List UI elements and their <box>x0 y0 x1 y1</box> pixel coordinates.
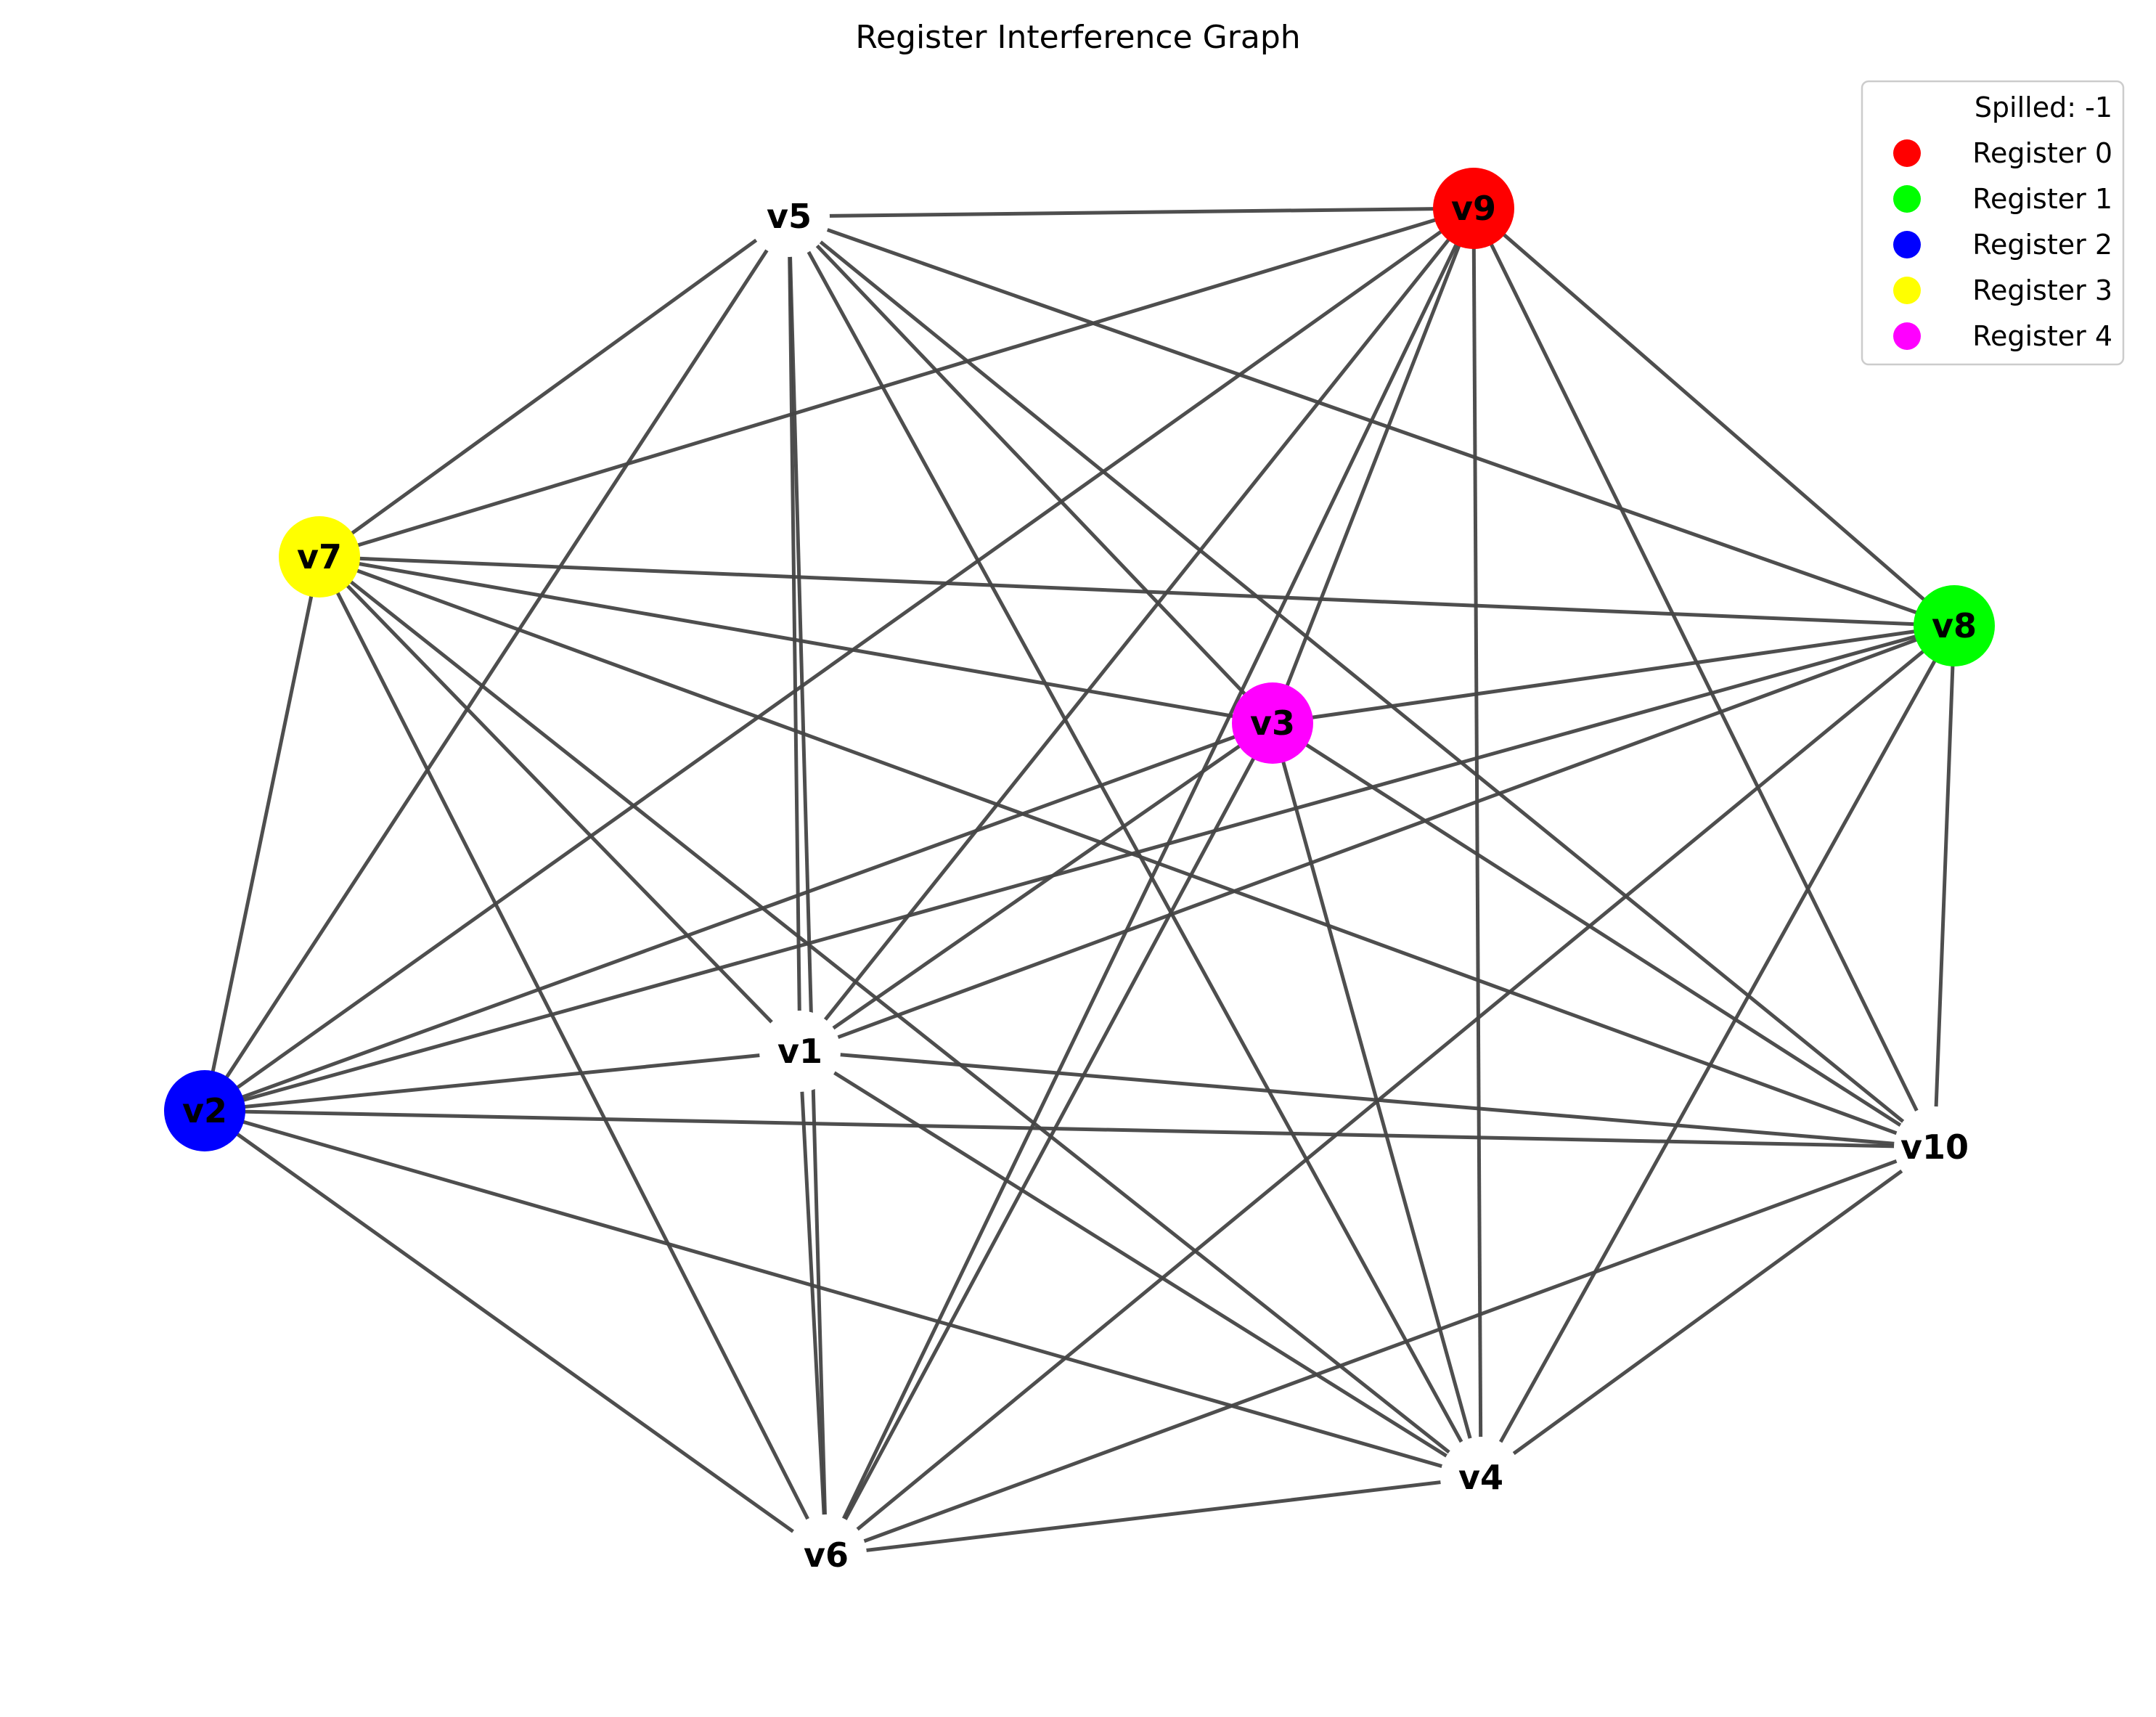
node-v2: v2 <box>164 1070 245 1151</box>
legend-label-1: Register 0 <box>1972 137 2112 169</box>
edge-v9-v3 <box>1270 208 1476 724</box>
node-circle-v4 <box>1440 1437 1522 1518</box>
edge-v5-v1 <box>787 216 802 1052</box>
edge-v9-v2 <box>203 206 1475 1113</box>
edge-v3-v10 <box>1271 721 1936 1149</box>
edge-v7-v2 <box>203 556 322 1112</box>
legend-entry-4: Register 3 <box>1893 274 2112 306</box>
edge-v3-v6 <box>824 722 1275 1557</box>
node-v1: v1 <box>759 1011 841 1092</box>
node-label-v6: v6 <box>804 1535 849 1575</box>
node-v10: v10 <box>1894 1106 1975 1188</box>
legend-marker-5 <box>1893 322 1921 350</box>
node-v5: v5 <box>748 176 830 257</box>
legend-entry-2: Register 1 <box>1893 183 2112 215</box>
edge-v5-v7 <box>318 214 791 559</box>
node-label-v5: v5 <box>767 197 812 236</box>
edge-v9-v6 <box>824 207 1476 1557</box>
edge-v2-v10 <box>204 1109 1935 1149</box>
edge-v2-v6 <box>203 1109 828 1557</box>
edge-v5-v3 <box>788 215 1274 725</box>
edge-v8-v4 <box>1479 624 1956 1479</box>
edge-v1-v2 <box>204 1049 801 1113</box>
edge-v1-v4 <box>799 1049 1482 1480</box>
legend-marker-2 <box>1893 185 1921 213</box>
edge-v7-v6 <box>317 555 828 1557</box>
edge-v5-v2 <box>203 215 791 1112</box>
node-label-v9: v9 <box>1451 189 1496 228</box>
edge-v5-v4 <box>787 215 1483 1479</box>
edge-v6-v4 <box>825 1475 1482 1557</box>
edge-v6-v10 <box>825 1145 1935 1557</box>
legend-entry-5: Register 4 <box>1893 320 2112 352</box>
edge-v9-v10 <box>1471 207 1937 1149</box>
edge-v7-v4 <box>318 555 1482 1479</box>
node-circle-v9 <box>1433 168 1514 249</box>
node-circle-v8 <box>1914 585 1995 666</box>
node-label-v8: v8 <box>1932 606 1977 645</box>
legend-entry-3: Register 2 <box>1893 229 2112 261</box>
edge-v1-v10 <box>799 1049 1935 1149</box>
edge-v8-v3 <box>1272 624 1955 725</box>
node-label-v10: v10 <box>1900 1127 1969 1167</box>
edge-v5-v6 <box>787 216 828 1556</box>
legend-label-3: Register 2 <box>1972 229 2112 261</box>
legend-frame <box>1861 80 2125 366</box>
nodes-layer: v1 v2 v3 v4 v5 v6 v7 v8 v9 v10 <box>164 168 1995 1596</box>
node-label-v4: v4 <box>1458 1458 1503 1497</box>
edge-v7-v8 <box>319 555 1955 628</box>
edge-v7-v3 <box>319 555 1273 725</box>
legend-entry-1: Register 0 <box>1893 137 2112 169</box>
node-v8: v8 <box>1914 585 1995 666</box>
graph-title: Register Interference Graph <box>855 19 1300 56</box>
legend-label-5: Register 4 <box>1972 320 2112 352</box>
edge-v5-v10 <box>788 215 1936 1149</box>
edge-v7-v10 <box>319 555 1935 1149</box>
edge-v3-v2 <box>204 721 1273 1113</box>
node-v7: v7 <box>279 516 360 598</box>
node-circle-v10 <box>1894 1106 1975 1188</box>
edge-v5-v9 <box>788 206 1474 219</box>
node-circle-v7 <box>279 516 360 598</box>
node-circle-v5 <box>748 176 830 257</box>
edge-v3-v1 <box>799 721 1274 1053</box>
legend-marker-1 <box>1893 139 1921 167</box>
edge-v8-v2 <box>204 624 1955 1113</box>
legend-marker-3 <box>1893 231 1921 258</box>
legend-label-0: Spilled: -1 <box>1975 91 2112 123</box>
node-circle-v6 <box>785 1514 867 1596</box>
legend-entry-0: Spilled: -1 <box>1893 91 2112 123</box>
edge-v8-v6 <box>825 624 1956 1557</box>
edge-v2-v4 <box>204 1109 1482 1480</box>
node-label-v2: v2 <box>182 1091 227 1130</box>
legend-label-2: Register 1 <box>1972 183 2112 215</box>
edge-v9-v7 <box>319 206 1474 559</box>
edge-v8-v1 <box>799 624 1955 1053</box>
node-v9: v9 <box>1433 168 1514 249</box>
edge-v9-v1 <box>799 207 1475 1053</box>
node-v6: v6 <box>785 1514 867 1596</box>
node-label-v1: v1 <box>777 1032 822 1071</box>
edge-v1-v6 <box>798 1051 828 1556</box>
edge-v9-v4 <box>1471 208 1483 1478</box>
node-circle-v3 <box>1232 682 1313 764</box>
node-v4: v4 <box>1440 1437 1522 1518</box>
node-label-v7: v7 <box>297 537 342 576</box>
legend: Spilled: -1 Register 0 Register 1 Register … <box>1861 80 2125 366</box>
node-v3: v3 <box>1232 682 1313 764</box>
edges-layer <box>203 206 1956 1557</box>
node-circle-v1 <box>759 1011 841 1092</box>
legend-label-4: Register 3 <box>1972 274 2112 306</box>
edge-v4-v10 <box>1479 1145 1936 1480</box>
legend-marker-4 <box>1893 277 1921 304</box>
edge-v8-v10 <box>1932 625 1956 1148</box>
node-circle-v2 <box>164 1070 245 1151</box>
node-label-v3: v3 <box>1250 703 1295 743</box>
legend-marker-0 <box>1893 94 1921 121</box>
edge-v9-v8 <box>1472 207 1956 627</box>
